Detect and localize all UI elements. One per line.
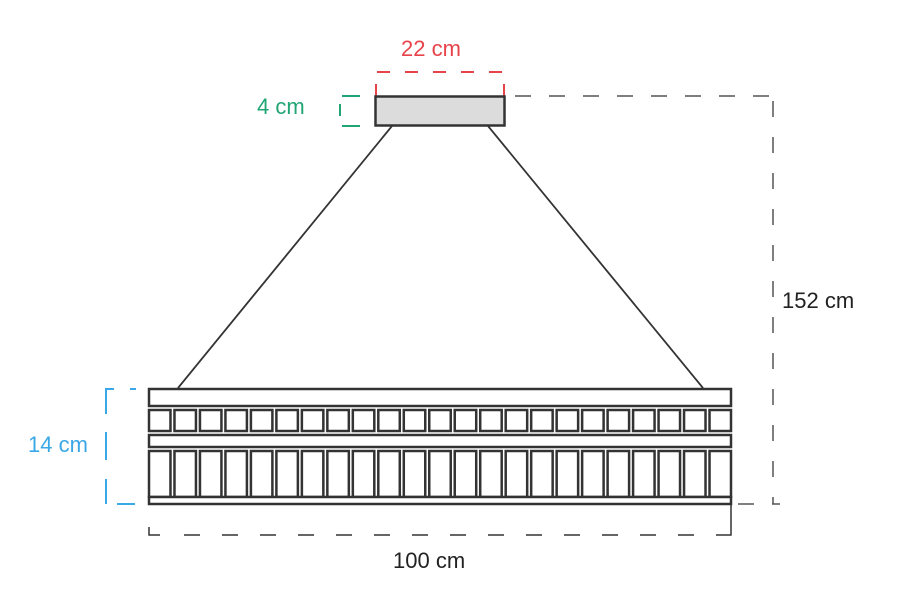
lamp-body bbox=[147, 387, 733, 506]
square-cell bbox=[275, 408, 300, 433]
tall-cell bbox=[377, 449, 402, 499]
square-cell bbox=[657, 408, 682, 433]
canopy-width-dimension bbox=[375, 71, 505, 96]
ceiling-canopy bbox=[374, 95, 506, 127]
square-cell bbox=[300, 408, 325, 433]
square-cell bbox=[428, 408, 452, 433]
body-height-dimension bbox=[105, 388, 136, 505]
tall-cell bbox=[147, 449, 172, 499]
body-height-label: 14 cm bbox=[28, 432, 88, 457]
tall-cell bbox=[275, 449, 300, 499]
tall-cell bbox=[351, 449, 376, 499]
tall-cell bbox=[682, 449, 707, 499]
square-cell bbox=[351, 408, 376, 433]
square-cell bbox=[402, 408, 427, 433]
tall-cell bbox=[504, 449, 529, 499]
middle-bar bbox=[147, 433, 733, 449]
square-cell bbox=[326, 408, 351, 433]
square-cell bbox=[224, 408, 249, 433]
canopy-height-dimension bbox=[339, 95, 360, 127]
tall-cell bbox=[453, 449, 478, 499]
square-row bbox=[147, 408, 733, 433]
tall-cell bbox=[631, 449, 656, 499]
tall-cell bbox=[428, 449, 452, 499]
square-cell bbox=[631, 408, 656, 433]
square-cell bbox=[529, 408, 554, 433]
square-cell bbox=[377, 408, 402, 433]
tall-cell bbox=[580, 449, 605, 499]
tall-cell bbox=[402, 449, 427, 499]
tall-cell bbox=[555, 449, 580, 499]
overall-height-dimension bbox=[515, 95, 780, 505]
tall-cell bbox=[657, 449, 682, 499]
square-cell bbox=[504, 408, 529, 433]
tall-cell bbox=[173, 449, 198, 499]
tall-cell bbox=[224, 449, 249, 499]
square-cell bbox=[147, 408, 172, 433]
square-cell bbox=[198, 408, 223, 433]
tall-cell bbox=[708, 449, 733, 499]
bottom-bar bbox=[147, 495, 733, 506]
square-cell bbox=[173, 408, 198, 433]
square-cell bbox=[606, 408, 631, 433]
suspension-cables bbox=[177, 125, 704, 389]
top-bar bbox=[147, 387, 733, 408]
body-width-dimension bbox=[148, 505, 732, 536]
square-cell bbox=[708, 408, 733, 433]
tall-cell bbox=[529, 449, 554, 499]
body-width-label: 100 cm bbox=[393, 548, 466, 573]
tall-cell bbox=[478, 449, 503, 499]
canopy-height-label: 4 cm bbox=[257, 94, 305, 119]
overall-height-label: 152 cm bbox=[782, 288, 855, 313]
square-cell bbox=[478, 408, 503, 433]
canopy-width-label: 22 cm bbox=[401, 36, 461, 61]
square-cell bbox=[682, 408, 707, 433]
square-cell bbox=[249, 408, 274, 433]
tall-cell bbox=[606, 449, 631, 499]
square-cell bbox=[453, 408, 478, 433]
square-cell bbox=[555, 408, 580, 433]
tall-cell bbox=[198, 449, 223, 499]
tall-cell bbox=[300, 449, 325, 499]
tall-cell bbox=[249, 449, 274, 499]
square-cell bbox=[580, 408, 605, 433]
tall-cell bbox=[326, 449, 351, 499]
tall-rect-row bbox=[147, 449, 733, 499]
